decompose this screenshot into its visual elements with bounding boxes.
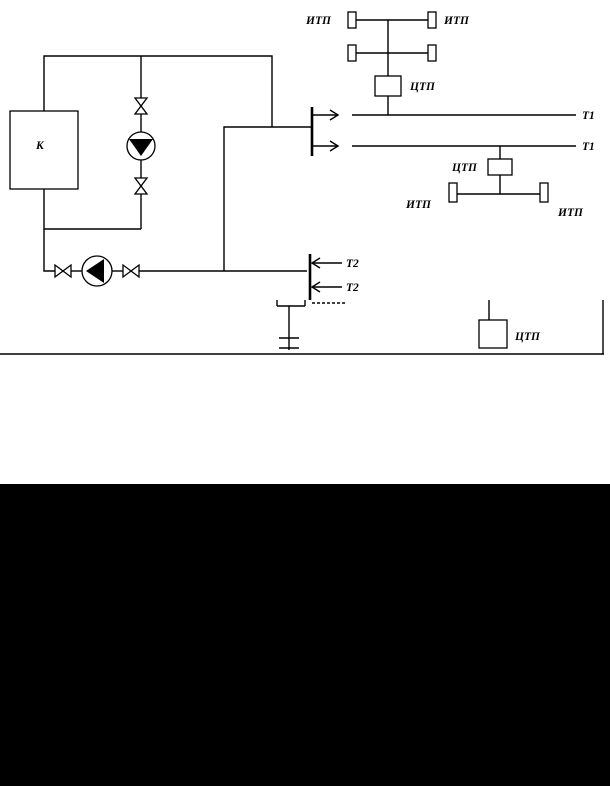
valve-horizontal-right bbox=[122, 263, 140, 279]
dark-area bbox=[0, 484, 610, 786]
lower-ctp-box bbox=[487, 158, 513, 176]
lower-itp-box bbox=[539, 182, 549, 203]
boiler: К bbox=[9, 110, 79, 190]
valve-horizontal-left bbox=[54, 263, 72, 279]
bottom-ctp-label: ЦТП bbox=[514, 331, 541, 343]
return-label-t2-lower: Т2 bbox=[346, 282, 359, 294]
upper-itp-label-right: ИТП bbox=[443, 15, 470, 27]
lower-consumer-group: ЦТП ИТП ИТП bbox=[405, 146, 584, 219]
upper-consumer-group: ЦТП ИТП ИТП bbox=[305, 11, 470, 115]
boiler-label: К bbox=[35, 140, 45, 152]
lower-itp-label-right: ИТП bbox=[557, 207, 584, 219]
supply-label-t1-upper: Т1 bbox=[582, 110, 595, 122]
upper-itp-box bbox=[347, 11, 357, 29]
upper-itp-box bbox=[427, 44, 437, 62]
return-label-t2-upper: Т2 bbox=[346, 258, 359, 270]
supply-line-t1-upper: Т1 bbox=[352, 110, 595, 122]
upper-itp-label-left: ИТП bbox=[305, 15, 332, 27]
upper-ctp-label: ЦТП bbox=[409, 81, 436, 93]
pump-circulation bbox=[126, 131, 156, 161]
valve-vertical-lower bbox=[133, 177, 149, 195]
upper-itp-box bbox=[347, 44, 357, 62]
upper-ctp-box bbox=[374, 75, 402, 97]
upper-itp-box bbox=[427, 11, 437, 29]
boiler-piping bbox=[43, 55, 312, 272]
supply-line-t1-lower: Т1 bbox=[352, 141, 595, 153]
pump-network bbox=[81, 255, 113, 287]
lower-itp-label-left: ИТП bbox=[405, 199, 432, 211]
bottom-ctp: ЦТП bbox=[478, 300, 541, 349]
lower-itp-box bbox=[448, 182, 458, 203]
bottom-fragment bbox=[276, 300, 345, 350]
supply-label-t1-lower: Т1 bbox=[582, 141, 595, 153]
lower-ctp-label: ЦТП bbox=[451, 162, 478, 174]
valve-vertical-upper bbox=[133, 97, 149, 115]
supply-header bbox=[310, 107, 340, 156]
return-header: Т2 Т2 bbox=[308, 254, 359, 300]
heat-supply-scheme: К bbox=[0, 11, 604, 355]
bottom-ctp-box bbox=[478, 319, 508, 349]
